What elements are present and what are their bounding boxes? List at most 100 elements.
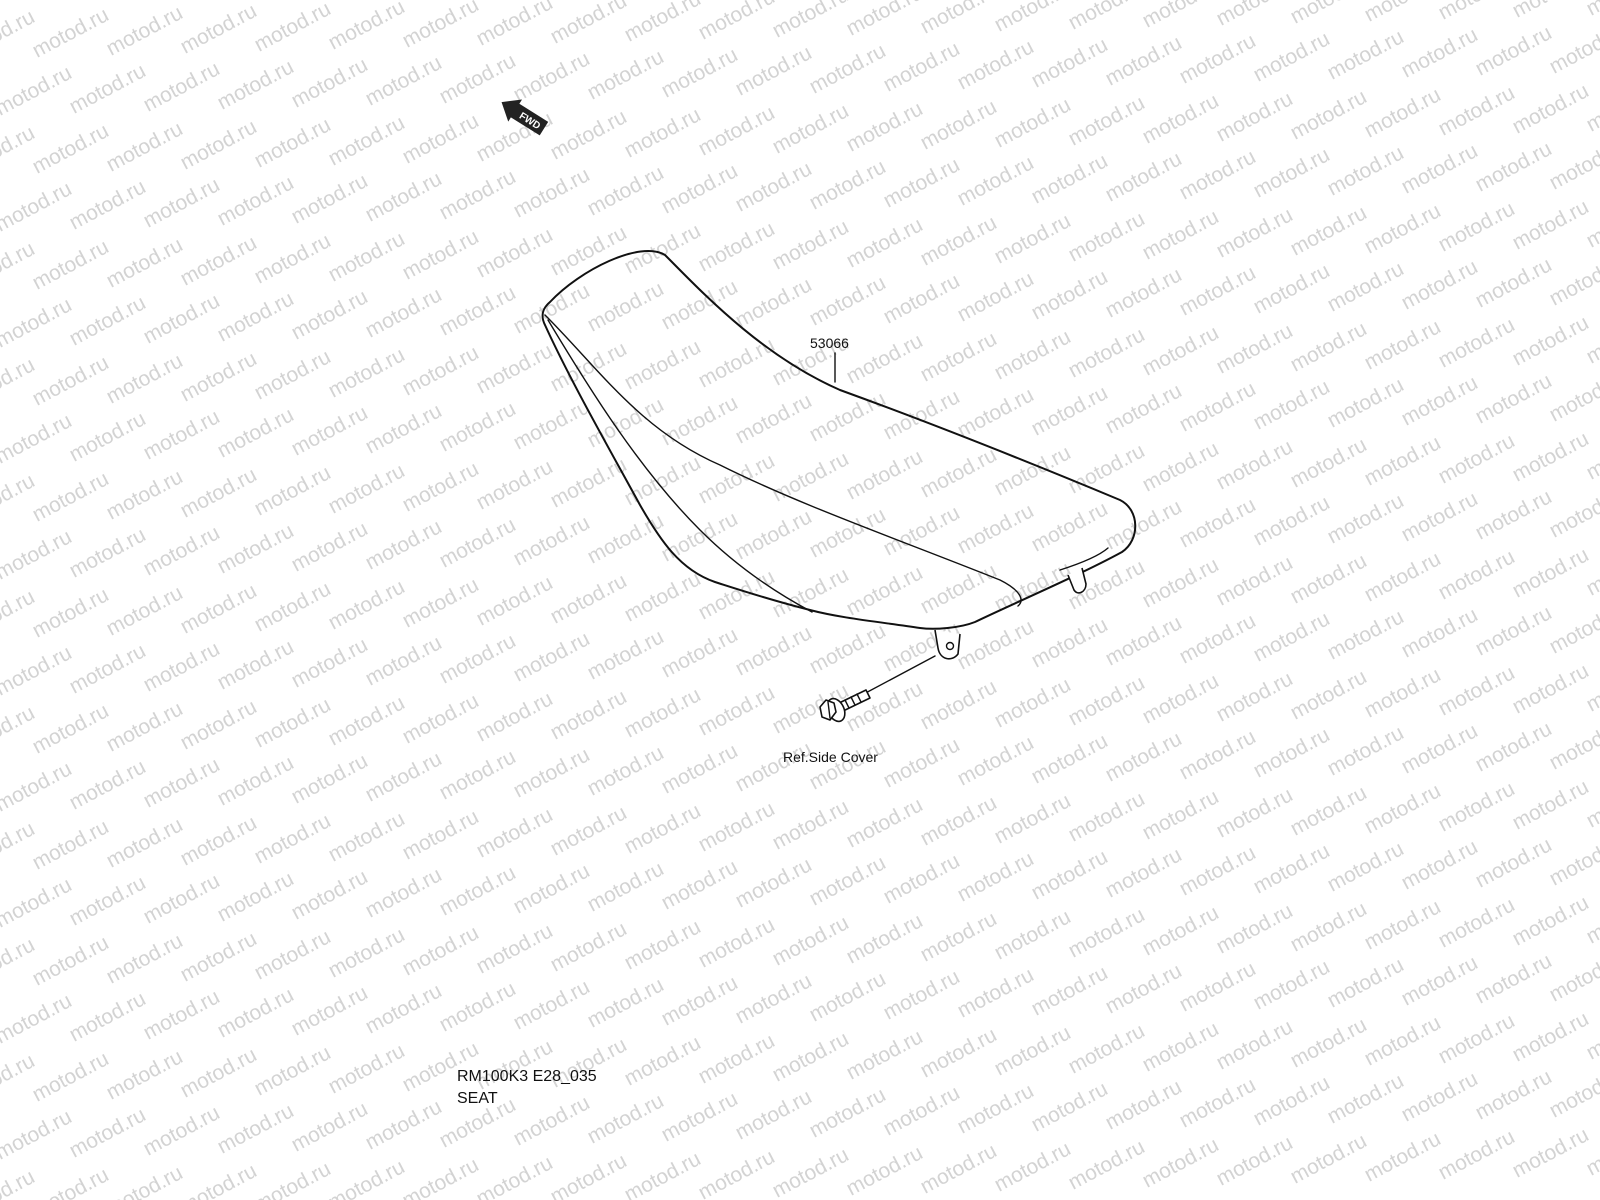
watermark-text: motod.ru [0,237,39,296]
watermark-text: motod.ru [547,917,631,976]
watermark-text: motod.ru [843,909,927,968]
watermark-text: motod.ru [325,923,409,982]
watermark-text: motod.ru [658,855,742,914]
watermark-text: motod.ru [806,155,890,214]
watermark-text: motod.ru [325,1039,409,1098]
watermark-text: motod.ru [991,0,1075,36]
watermark-text: motod.ru [399,0,483,52]
watermark-text: motod.ru [1102,959,1186,1018]
watermark-text: motod.ru [584,161,668,220]
watermark-text: motod.ru [769,563,853,622]
watermark-text: motod.ru [251,229,335,288]
watermark-text: motod.ru [547,105,631,164]
watermark-text: motod.ru [473,803,557,862]
watermark-text: motod.ru [1546,367,1600,426]
watermark-text: motod.ru [325,575,409,634]
watermark-text: motod.ru [880,849,964,908]
watermark-text: motod.ru [732,273,816,332]
watermark-text: motod.ru [954,267,1038,326]
watermark-text: motod.ru [621,0,705,46]
watermark-text: motod.ru [66,987,150,1046]
watermark-text: motod.ru [251,113,335,172]
watermark-text: motod.ru [140,753,224,812]
seat-outline [541,250,1137,630]
watermark-text: motod.ru [1139,1133,1223,1192]
watermark-text: motod.ru [695,1029,779,1088]
watermark-text: motod.ru [1509,891,1593,950]
watermark-text: motod.ru [103,581,187,640]
watermark-text: motod.ru [288,53,372,112]
watermark-text: motod.ru [1028,265,1112,324]
watermark-text: motod.ru [658,739,742,798]
watermark-text: motod.ru [1213,435,1297,494]
watermark-text: motod.ru [66,871,150,930]
watermark-text: motod.ru [880,385,964,444]
watermark-text: motod.ru [399,921,483,980]
seat-front-tab-hole [945,641,955,651]
watermark-text: motod.ru [1287,897,1371,956]
watermark-text: motod.ru [1139,89,1223,148]
watermark-text: motod.ru [1435,313,1519,372]
watermark-text: motod.ru [1028,729,1112,788]
watermark-text: motod.ru [362,515,446,574]
watermark-text: motod.ru [843,1025,927,1084]
watermark-text: motod.ru [547,453,631,512]
watermark-text: motod.ru [1250,723,1334,782]
watermark-text: motod.ru [0,177,76,236]
watermark-text: motod.ru [177,695,261,754]
watermark-text: motod.ru [1509,311,1593,370]
watermark-text: motod.ru [658,623,742,682]
watermark-text: motod.ru [695,1145,779,1200]
watermark-text: motod.ru [103,929,187,988]
watermark-text: motod.ru [1213,783,1297,842]
watermark-text: motod.ru [732,853,816,912]
watermark-text: motod.ru [510,859,594,918]
watermark-text: motod.ru [1139,1017,1223,1076]
watermark-text: motod.ru [1102,147,1186,206]
watermark-text: motod.ru [325,691,409,750]
watermark-text: motod.ru [880,37,964,96]
watermark-text: motod.ru [251,809,335,868]
watermark-text: motod.ru [1546,483,1600,542]
watermark-text: motod.ru [399,1153,483,1200]
watermark-text: motod.ru [1546,831,1600,890]
watermark-text: motod.ru [103,1161,187,1200]
watermark-text: motod.ru [1398,719,1482,778]
watermark-text: motod.ru [1102,611,1186,670]
watermark-text: motod.ru [0,0,76,4]
watermark-text: motod.ru [1287,665,1371,724]
watermark-text: motod.ru [288,285,372,344]
watermark-text: motod.ru [399,573,483,632]
watermark-text: motod.ru [177,463,261,522]
watermark-text: motod.ru [695,333,779,392]
watermark-text: motod.ru [584,973,668,1032]
watermark-text: motod.ru [1546,715,1600,774]
watermark-text: motod.ru [658,1087,742,1146]
watermark-text: motod.ru [917,907,1001,966]
watermark-text: motod.ru [1472,949,1556,1008]
watermark-text: motod.ru [1398,23,1482,82]
watermark-text: motod.ru [1250,27,1334,86]
watermark-text: motod.ru [1028,961,1112,1020]
watermark-text: motod.ru [0,989,76,1048]
watermark-text: motod.ru [1213,203,1297,262]
watermark-text: motod.ru [473,0,557,50]
watermark-text: motod.ru [1176,493,1260,552]
watermark-text: motod.ru [251,1157,335,1200]
watermark-text: motod.ru [1472,1065,1556,1124]
watermark-text: motod.ru [1102,727,1186,786]
watermark-text: motod.ru [1139,437,1223,496]
watermark-text: motod.ru [1398,255,1482,314]
bolt-leader-line [859,655,936,697]
watermark-text: motod.ru [1435,1009,1519,1068]
watermark-text: motod.ru [1361,199,1445,258]
watermark-text: motod.ru [1250,607,1334,666]
watermark-text: motod.ru [288,749,372,808]
watermark-text: motod.ru [177,811,261,870]
watermark-text: motod.ru [658,391,742,450]
watermark-text: motod.ru [658,43,742,102]
watermark-text: motod.ru [66,175,150,234]
watermark-text: motod.ru [1435,81,1519,140]
watermark-text: motod.ru [1213,87,1297,146]
watermark-text: motod.ru [917,1023,1001,1082]
